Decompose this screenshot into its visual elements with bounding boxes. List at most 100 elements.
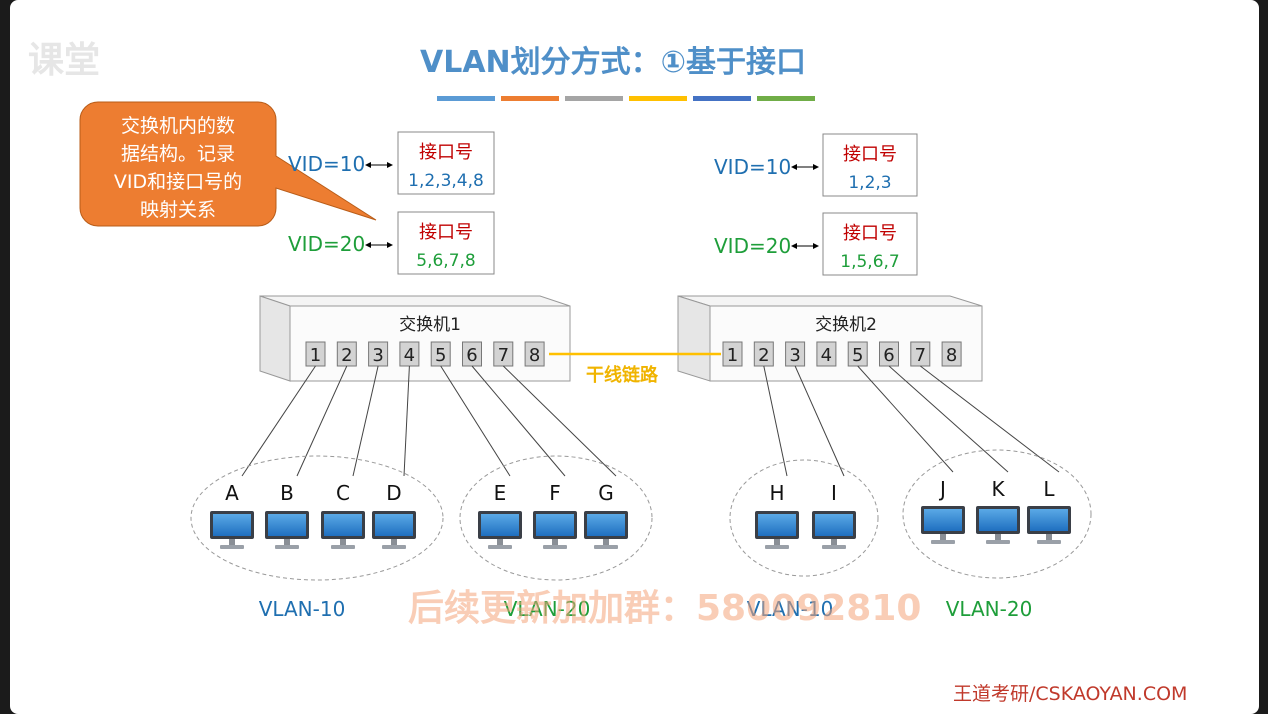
trunk-label: 干线链路 bbox=[586, 364, 659, 386]
slide: 课堂 VLAN划分方式：①基于接口 交换机内的数 据结构。记录 VID和接口号的… bbox=[10, 0, 1259, 714]
switch2-port-label-1: 1 bbox=[727, 345, 738, 366]
s2-vid10-ports: 1,2,3 bbox=[848, 173, 891, 193]
s2-vid10-label: VID=10 bbox=[714, 155, 791, 179]
callout-line-3: VID和接口号的 bbox=[114, 171, 242, 193]
switch1-port-label-3: 3 bbox=[372, 345, 383, 366]
link-I bbox=[794, 365, 845, 477]
host-label-J: J bbox=[938, 477, 946, 501]
computer-icon bbox=[321, 511, 365, 549]
callout-line-1: 交换机内的数 bbox=[121, 115, 235, 137]
computer-icon bbox=[210, 511, 254, 549]
title-bar-segment-2 bbox=[501, 96, 559, 101]
switch2-port-label-2: 2 bbox=[758, 345, 769, 366]
host-links bbox=[241, 365, 1060, 477]
host-label-K: K bbox=[991, 477, 1005, 501]
host-label-E: E bbox=[494, 481, 507, 505]
vlan-label-4: VLAN-20 bbox=[946, 597, 1033, 621]
host-label-C: C bbox=[336, 481, 350, 505]
switch2-port-label-6: 6 bbox=[883, 345, 894, 366]
title-bar-segment-3 bbox=[565, 96, 623, 101]
vlan-group-2 bbox=[459, 455, 653, 581]
s2-vid20-header: 接口号 bbox=[843, 223, 897, 244]
s2-vid20-label: VID=20 bbox=[714, 234, 791, 258]
switch1-port-label-6: 6 bbox=[466, 345, 477, 366]
s1-vid10-box bbox=[397, 131, 495, 195]
title-color-bar bbox=[437, 96, 815, 101]
vlan-label-3: VLAN-10 bbox=[747, 597, 834, 621]
computer-icon bbox=[755, 511, 799, 549]
computer-icon bbox=[372, 511, 416, 549]
s2-vid20-box bbox=[822, 212, 918, 276]
switch-1-label: 交换机1 bbox=[399, 315, 461, 335]
footer-brand: 王道考研/CSKAOYAN.COM bbox=[953, 683, 1187, 705]
host-label-D: D bbox=[386, 481, 401, 505]
host-label-G: G bbox=[598, 481, 614, 505]
s1-vid10-ports: 1,2,3,4,8 bbox=[408, 171, 484, 191]
link-J bbox=[857, 365, 954, 473]
s1-vid20-label: VID=20 bbox=[288, 232, 365, 256]
host-label-L: L bbox=[1043, 477, 1055, 501]
s2-vid10-header: 接口号 bbox=[843, 144, 897, 165]
watermark-logo: 课堂 bbox=[28, 40, 100, 81]
computer-icon bbox=[976, 506, 1020, 544]
link-D bbox=[403, 365, 410, 477]
s2-vid20-ports: 1,5,6,7 bbox=[840, 252, 899, 272]
vlan-diagram: 课堂 VLAN划分方式：①基于接口 交换机内的数 据结构。记录 VID和接口号的… bbox=[28, 40, 1187, 705]
s1-vid20-box bbox=[397, 211, 495, 275]
switch2-port-label-5: 5 bbox=[852, 345, 863, 366]
host-label-H: H bbox=[769, 481, 784, 505]
link-G bbox=[502, 365, 617, 477]
title-bar-segment-4 bbox=[629, 96, 687, 101]
host-label-I: I bbox=[831, 481, 837, 505]
switch2-port-label-4: 4 bbox=[821, 345, 832, 366]
s1-vid10-label: VID=10 bbox=[288, 152, 365, 176]
switch1-port-label-8: 8 bbox=[529, 345, 540, 366]
callout-line-4: 映射关系 bbox=[140, 199, 216, 221]
switch-1: 交换机1 bbox=[259, 295, 571, 382]
link-E bbox=[440, 365, 511, 477]
s1-vid10-header: 接口号 bbox=[419, 142, 473, 163]
computer-icon bbox=[265, 511, 309, 549]
switch1-port-label-1: 1 bbox=[310, 345, 321, 366]
callout-line-2: 据结构。记录 bbox=[121, 143, 235, 165]
vlan-groups bbox=[190, 449, 1092, 581]
computer-icon bbox=[533, 511, 577, 549]
s2-vid10-box bbox=[822, 133, 918, 197]
computer-icon bbox=[584, 511, 628, 549]
switch2-port-4 bbox=[816, 341, 837, 367]
switch-2: 交换机2 bbox=[677, 295, 983, 382]
link-A bbox=[241, 365, 316, 477]
computer-icon bbox=[812, 511, 856, 549]
vlan-group-1 bbox=[190, 455, 444, 581]
switch-2-label: 交换机2 bbox=[815, 315, 877, 335]
host-label-B: B bbox=[280, 481, 294, 505]
computer-icon bbox=[1027, 506, 1071, 544]
vlan-group-3 bbox=[729, 459, 879, 577]
link-H bbox=[763, 365, 788, 477]
title-bar-segment-5 bbox=[693, 96, 751, 101]
link-K bbox=[888, 365, 1009, 473]
link-L bbox=[919, 365, 1060, 473]
switch2-port-1 bbox=[722, 341, 743, 367]
switch1-port-label-2: 2 bbox=[341, 345, 352, 366]
switch1-port-8 bbox=[524, 341, 545, 367]
host-label-A: A bbox=[225, 481, 239, 505]
s1-vid20-ports: 5,6,7,8 bbox=[416, 251, 475, 271]
callout-bubble bbox=[79, 101, 377, 227]
vlan-label-1: VLAN-10 bbox=[259, 597, 346, 621]
switch2-port-8 bbox=[941, 341, 962, 367]
computer-icon bbox=[478, 511, 522, 549]
link-F bbox=[471, 365, 566, 477]
switch2-port-label-7: 7 bbox=[915, 345, 926, 366]
switch2-port-label-3: 3 bbox=[789, 345, 800, 366]
switch1-port-label-7: 7 bbox=[498, 345, 509, 366]
s1-vid20-header: 接口号 bbox=[419, 222, 473, 243]
promo-overlay-text: 后续更新加加群：580092810 bbox=[408, 588, 921, 629]
page-title: VLAN划分方式：①基于接口 bbox=[420, 45, 806, 80]
switch2-port-label-8: 8 bbox=[946, 345, 957, 366]
link-B bbox=[296, 365, 348, 477]
switch1-port-label-5: 5 bbox=[435, 345, 446, 366]
computer-icon bbox=[921, 506, 965, 544]
